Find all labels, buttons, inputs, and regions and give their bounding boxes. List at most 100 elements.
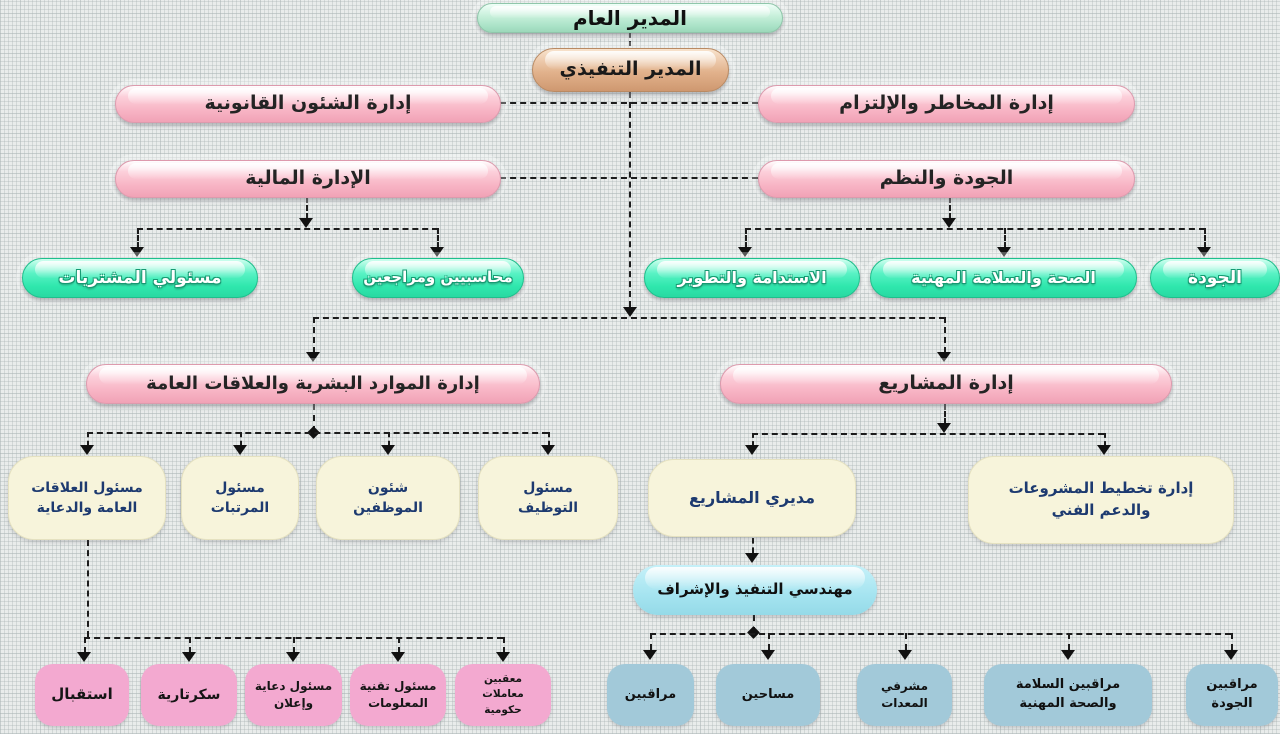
connector-line [500, 177, 758, 179]
connector-line [650, 633, 1231, 635]
node-label-line: التوظيف [517, 500, 579, 516]
connector-line [629, 92, 631, 307]
connector-line [437, 228, 439, 248]
node-sustainability-development: الاستدامة والتطوير [644, 258, 860, 298]
node-label: مديري المشاريع [689, 488, 815, 508]
connector-line [1231, 633, 1233, 650]
arrow-down-icon [745, 553, 759, 563]
node-label-line: الجودة [1211, 696, 1253, 711]
node-label-line: المعدات [881, 696, 928, 710]
node-label: الإدارة المالية [245, 167, 371, 190]
node-equipment-supervisors: مشرفي المعدات [857, 664, 952, 726]
node-label-line: وإعلان [273, 696, 314, 710]
connector-line [1104, 433, 1106, 446]
node-risk-compliance-dept: إدارة المخاطر والإلتزام [758, 85, 1135, 123]
arrow-down-icon [1061, 650, 1075, 660]
arrow-down-icon [299, 218, 313, 228]
arrow-down-icon [997, 247, 1011, 257]
node-label-line: المعلومات [368, 696, 428, 710]
connector-line [949, 197, 951, 219]
connector-line [650, 633, 652, 650]
node-surveyors: مساحين [716, 664, 820, 726]
node-label: مسئولي المشتريات [58, 267, 222, 288]
node-label: مهندسي التنفيذ والإشراف [657, 580, 853, 599]
node-label: محاسبيين ومراجعين [363, 268, 513, 287]
node-label: الجودة والنظم [879, 167, 1014, 190]
node-legal-affairs-dept: إدارة الشئون القانونية [115, 85, 501, 123]
connector-line [752, 433, 754, 446]
connector-line [84, 637, 86, 653]
node-quality-systems-dept: الجودة والنظم [758, 160, 1135, 198]
node-secretarial: سكرتارية [141, 664, 237, 726]
connector-line [398, 637, 400, 653]
node-label: سكرتارية [157, 686, 221, 703]
arrow-down-icon [623, 307, 637, 317]
node-label-line: شئون [367, 479, 409, 496]
connector-line [1004, 228, 1006, 248]
arrow-down-icon [496, 652, 510, 662]
node-label: إدارة المخاطر والإلتزام [839, 92, 1054, 115]
arrow-down-icon [286, 652, 300, 662]
node-label: إدارة المشاريع [878, 372, 1014, 395]
connector-line [313, 404, 315, 432]
node-quality-monitors: مراقبين الجودة [1186, 664, 1278, 726]
connector-line [189, 637, 191, 653]
node-label: إدارة الموارد البشرية والعلاقات العامة [146, 372, 480, 394]
node-label: الاستدامة والتطوير [677, 268, 827, 288]
arrow-down-icon [937, 352, 951, 362]
connector-line [503, 637, 505, 653]
node-label-line: مراقبين [1206, 677, 1258, 693]
node-safety-health-monitors: مراقبين السلامة والصحة المهنية [984, 664, 1152, 726]
connector-line [752, 433, 1104, 435]
node-label-line: مسئول [523, 479, 573, 496]
arrow-down-icon [761, 650, 775, 660]
node-label: استقبال [51, 685, 113, 704]
connector-line [745, 228, 747, 248]
connector-line [306, 197, 308, 219]
arrow-down-icon [745, 445, 759, 455]
node-procurement-officers: مسئولي المشتريات [22, 258, 258, 298]
arrow-down-icon [541, 445, 555, 455]
connector-line [87, 432, 548, 434]
connector-line [313, 317, 315, 353]
node-accountants-auditors: محاسبيين ومراجعين [352, 258, 524, 298]
node-label-line: حكومية [484, 703, 522, 716]
connector-line [313, 317, 945, 319]
arrow-down-icon [942, 218, 956, 228]
node-quality: الجودة [1150, 258, 1280, 298]
node-executive-director: المدير التنفيذي [532, 48, 729, 92]
arrow-down-icon [381, 445, 395, 455]
arrow-down-icon [77, 652, 91, 662]
connector-line [87, 540, 89, 637]
node-label: مراقبين [624, 686, 677, 702]
node-advertising-officer: مسئول دعاية وإعلان [245, 664, 342, 726]
connector-line [548, 432, 550, 446]
node-label-line: مراقبين السلامة [1015, 677, 1121, 693]
node-label: المدير التنفيذي [559, 58, 702, 81]
arrow-down-icon [937, 423, 951, 433]
arrow-down-icon [182, 652, 196, 662]
node-monitors: مراقبين [607, 664, 694, 726]
node-label-line: مسئول تقنية [359, 678, 437, 693]
connector-line [905, 633, 907, 650]
node-employee-affairs: شئون الموظفين [316, 456, 460, 540]
connector-line [293, 637, 295, 653]
connector-line [752, 538, 754, 553]
arrow-down-icon [80, 445, 94, 455]
arrow-down-icon [130, 247, 144, 257]
node-label: المدير العام [572, 5, 688, 30]
node-hr-public-relations-dept: إدارة الموارد البشرية والعلاقات العامة [86, 364, 540, 404]
connector-line [944, 317, 946, 353]
arrow-down-icon [306, 352, 320, 362]
connector-line [629, 33, 631, 46]
node-execution-supervision-engineers: مهندسي التنفيذ والإشراف [633, 565, 877, 615]
node-label: الجودة [1188, 267, 1242, 288]
connector-line [388, 432, 390, 446]
node-project-managers: مديري المشاريع [648, 459, 856, 537]
node-projects-dept: إدارة المشاريع [720, 364, 1172, 404]
node-label-line: العامة والدعاية [36, 500, 138, 516]
node-label-line: الموظفين [353, 500, 423, 516]
node-label-line: إدارة تخطيط المشروعات [1008, 479, 1194, 498]
connector-line [1204, 228, 1206, 248]
